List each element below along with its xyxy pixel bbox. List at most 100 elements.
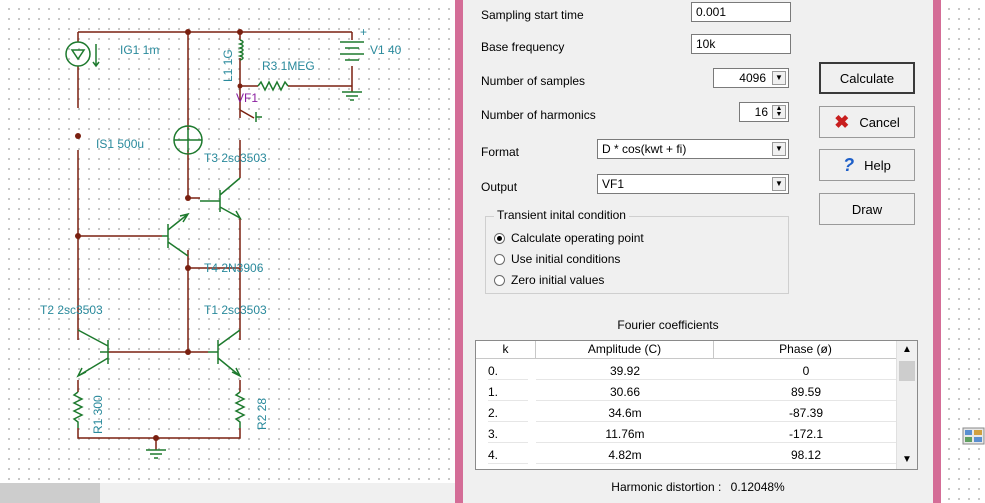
help-button-label: Help — [864, 157, 891, 173]
fourier-dialog: Sampling start time 0.001 Base frequency… — [463, 0, 933, 503]
table-cell-k: 4. — [488, 446, 528, 464]
r1-resistor-icon — [72, 391, 84, 428]
schematic-components — [65, 39, 364, 459]
t1-transistor-icon — [208, 329, 242, 378]
scrollbar-thumb[interactable] — [0, 483, 100, 503]
label-vf1: VF1 — [236, 91, 258, 105]
format-label: Format — [481, 145, 520, 159]
schematic-horizontal-scrollbar[interactable] — [0, 483, 455, 503]
table-cell-amplitude: 34.6m — [536, 404, 714, 422]
table-cell-k: 2. — [488, 404, 528, 422]
table-cell-amplitude: 30.66 — [536, 383, 714, 401]
radio-calculate-operating-point[interactable]: Calculate operating point — [494, 231, 644, 245]
draw-button[interactable]: Draw — [819, 193, 915, 225]
ground-icon — [146, 449, 166, 459]
table-cell-phase: 89.59 — [714, 383, 898, 401]
label-t1: T1 2sc3503 — [204, 303, 267, 317]
num-samples-select[interactable]: 4096 ▼ — [713, 68, 789, 88]
start-time-input[interactable]: 0.001 — [691, 2, 791, 22]
help-button[interactable]: ? Help — [819, 149, 915, 181]
harmonic-distortion-value: 0.12048% — [730, 480, 785, 494]
harmonic-distortion-label: Harmonic distortion : — [611, 480, 722, 494]
label-is1: IS1 500u — [96, 137, 144, 151]
inductor-icon — [237, 39, 244, 61]
calculate-button-label: Calculate — [839, 70, 895, 86]
format-select[interactable]: D * cos(kwt + fi) ▼ — [597, 139, 789, 159]
start-time-label: Sampling start time — [481, 8, 584, 22]
radio-label: Zero initial values — [511, 273, 605, 287]
schematic-wires — [77, 31, 353, 450]
scroll-up-icon[interactable]: ▲ — [902, 344, 912, 355]
fourier-table[interactable]: k Amplitude (C) Phase (ø) 0. 39.92 0 1. … — [475, 340, 918, 470]
dialog-frame-right — [933, 0, 941, 503]
dropdown-arrow-icon[interactable]: ▼ — [772, 71, 786, 85]
spinner-arrows-icon[interactable]: ▲▼ — [772, 105, 786, 119]
num-harmonics-label: Number of harmonics — [481, 108, 596, 122]
cancel-button[interactable]: ✖ Cancel — [819, 106, 915, 138]
label-t2: T2 2sc3503 — [40, 303, 103, 317]
num-harmonics-value: 16 — [754, 105, 768, 119]
transient-group-title: Transient inital condition — [494, 208, 629, 222]
table-cell-amplitude: 11.76m — [536, 425, 714, 443]
cancel-button-label: Cancel — [859, 114, 900, 130]
schematic-canvas[interactable]: IG1 1m L1 1G R3 1MEG V1 40 + VF1 IS1 500… — [0, 0, 455, 480]
table-vertical-scrollbar[interactable]: ▲ ▼ — [896, 341, 917, 469]
radio-zero-initial-values[interactable]: Zero initial values — [494, 273, 604, 287]
label-t3: T3 2sc3503 — [204, 151, 267, 165]
table-cell-k: 1. — [488, 383, 528, 401]
help-question-icon: ? — [843, 154, 855, 175]
scroll-down-icon[interactable]: ▼ — [902, 454, 912, 465]
scrollbar-thumb[interactable] — [899, 361, 915, 381]
draw-button-label: Draw — [851, 201, 883, 217]
label-r1: R1 300 — [91, 395, 105, 434]
output-select[interactable]: VF1 ▼ — [597, 174, 789, 194]
radio-unselected-icon[interactable] — [494, 253, 505, 265]
fourier-coefficients-title: Fourier coefficients — [617, 318, 719, 332]
dropdown-arrow-icon[interactable]: ▼ — [772, 142, 786, 156]
column-header-phase[interactable]: Phase (ø) — [714, 341, 898, 359]
battery-icon — [340, 41, 364, 61]
output-label: Output — [481, 180, 518, 194]
num-samples-label: Number of samples — [481, 74, 586, 88]
r3-resistor-icon — [257, 80, 289, 92]
label-ig1: IG1 1m — [120, 43, 159, 57]
application-grid-icon[interactable] — [962, 420, 985, 450]
label-r2: R2 28 — [255, 398, 269, 430]
column-header-k[interactable]: k — [476, 341, 536, 359]
table-cell-k: 3. — [488, 425, 528, 443]
harmonic-distortion-readout: Harmonic distortion : 0.12048% — [463, 480, 933, 494]
radio-label: Calculate operating point — [511, 231, 644, 245]
table-cell-amplitude: 39.92 — [536, 362, 714, 380]
table-cell-amplitude: 4.82m — [536, 446, 714, 464]
t2-transistor-icon — [76, 329, 109, 378]
base-frequency-input[interactable]: 10k — [691, 34, 791, 54]
radio-selected-icon[interactable] — [494, 232, 505, 244]
num-harmonics-spinner[interactable]: 16 ▲▼ — [739, 102, 789, 122]
label-plus: + — [360, 25, 367, 39]
dropdown-arrow-icon[interactable]: ▼ — [772, 177, 786, 191]
t4-transistor-icon — [162, 212, 190, 257]
radio-unselected-icon[interactable] — [494, 274, 505, 286]
radio-label: Use initial conditions — [511, 252, 621, 266]
table-cell-phase: 0 — [714, 362, 898, 380]
transient-condition-group: Transient inital condition Calculate ope… — [485, 208, 789, 294]
base-frequency-label: Base frequency — [481, 40, 565, 54]
num-samples-value: 4096 — [739, 71, 766, 85]
table-cell-phase: 98.12 — [714, 446, 898, 464]
radio-use-initial-conditions[interactable]: Use initial conditions — [494, 252, 620, 266]
ig1-source-icon — [65, 41, 91, 67]
calculate-button[interactable]: Calculate — [819, 62, 915, 94]
table-cell-k: 0. — [488, 362, 528, 380]
circuit-schematic[interactable]: IG1 1m L1 1G R3 1MEG V1 40 + VF1 IS1 500… — [0, 0, 455, 480]
format-value: D * cos(kwt + fi) — [602, 142, 687, 156]
label-v1: V1 40 — [370, 43, 402, 57]
dialog-frame-left — [455, 0, 463, 503]
table-cell-phase: -172.1 — [714, 425, 898, 443]
label-r3: R3 1MEG — [262, 59, 315, 73]
r2-resistor-icon — [234, 391, 246, 428]
cancel-x-icon: ✖ — [834, 111, 850, 132]
column-header-amplitude[interactable]: Amplitude (C) — [536, 341, 714, 359]
label-t4: T4 2N3906 — [204, 261, 264, 275]
wire-junctions — [75, 29, 243, 441]
output-value: VF1 — [602, 177, 625, 191]
